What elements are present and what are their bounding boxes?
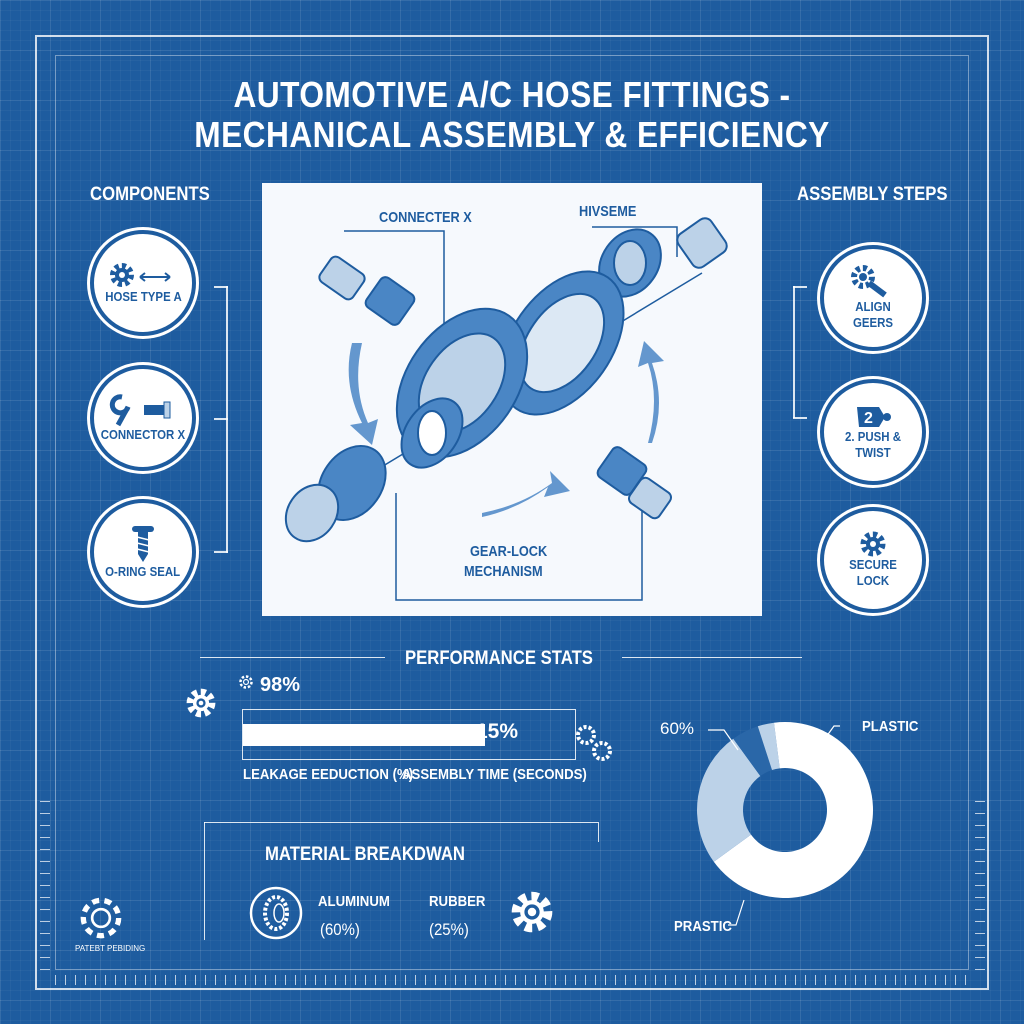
assembly-value: 15% bbox=[476, 720, 519, 743]
leakage-label: LEAKAGE EEDUCTION (%) bbox=[243, 766, 414, 783]
material-donut-chart bbox=[697, 722, 873, 898]
bracket-tick bbox=[793, 286, 807, 288]
step-align-gears[interactable]: ALIGN GEERS bbox=[820, 245, 926, 351]
bracket-tick bbox=[214, 418, 228, 420]
component-label: HOSE TYPE A bbox=[104, 289, 182, 304]
screw-icon bbox=[132, 526, 154, 562]
tire-icon bbox=[249, 886, 303, 940]
gears-icon bbox=[576, 725, 612, 761]
title-line-2: MECHANICAL ASSEMBLY & EFFICIENCY bbox=[194, 114, 830, 155]
wrench-fitting-icon bbox=[109, 394, 171, 427]
steps-bracket bbox=[793, 286, 795, 418]
title-line-1: AUTOMOTIVE A/C HOSE FITTINGS - bbox=[233, 74, 791, 115]
component-o-ring-seal[interactable]: O-RING SEAL bbox=[90, 499, 196, 605]
components-heading: COMPONENTS bbox=[90, 184, 210, 205]
hose-fitting-illustration bbox=[284, 217, 728, 601]
right-ruler bbox=[975, 790, 985, 970]
outer-frame bbox=[35, 35, 989, 990]
bracket-tick bbox=[214, 551, 228, 553]
gear-icon bbox=[511, 891, 553, 933]
patent-pending-text: PATEBT PEBIDING bbox=[75, 944, 146, 953]
label-mechanism: MECHANISM bbox=[464, 563, 543, 580]
number-two-icon: 2 bbox=[857, 407, 891, 427]
component-label: O-RING SEAL bbox=[105, 564, 181, 579]
divider-left bbox=[200, 657, 385, 658]
component-label: CONNECTOR X bbox=[100, 427, 186, 442]
exploded-diagram: CONNECTER X HIVSEME GEAR-LOCK MECHANISM bbox=[262, 183, 762, 616]
donut-label-prastic: PRASTIC bbox=[674, 918, 732, 935]
label-connecter-x: CONNECTER X bbox=[379, 209, 472, 226]
gear-icon bbox=[860, 531, 886, 557]
material-box-right bbox=[598, 822, 599, 842]
gear-icon bbox=[186, 688, 216, 718]
assembly-label: ASSEMBLY TIME (SECONDS) bbox=[402, 766, 587, 783]
step-secure-lock[interactable]: SECURE LOCK bbox=[820, 507, 926, 613]
component-connector-x[interactable]: CONNECTOR X bbox=[90, 365, 196, 471]
performance-bar bbox=[242, 709, 576, 760]
bracket-tick bbox=[793, 417, 807, 419]
material-box-left bbox=[204, 822, 205, 940]
small-gear-icon bbox=[239, 675, 253, 689]
bottom-ruler bbox=[55, 975, 969, 985]
step-label: SECURE LOCK bbox=[849, 557, 897, 588]
rubber-value: (25%) bbox=[429, 920, 469, 939]
divider-right bbox=[622, 657, 802, 658]
performance-bar-fill bbox=[243, 724, 486, 746]
left-ruler bbox=[40, 790, 50, 970]
step-label: ALIGN GEERS bbox=[852, 299, 894, 330]
donut-label-plastic: PLASTIC bbox=[862, 718, 919, 735]
material-heading: MATERIAL BREAKDWAN bbox=[265, 844, 466, 865]
gear-key-icon bbox=[851, 265, 887, 298]
performance-heading: PERFORMANCE STATS bbox=[405, 648, 593, 669]
label-gear-lock: GEAR-LOCK bbox=[470, 543, 548, 560]
step-push-twist[interactable]: 2 2. PUSH & TWIST bbox=[820, 379, 926, 485]
leakage-value: 98% bbox=[260, 674, 301, 696]
component-hose-type-a[interactable]: HOSE TYPE A bbox=[90, 230, 196, 336]
aluminum-label: ALUMINUM bbox=[318, 893, 390, 910]
step-label: 2. PUSH & TWIST bbox=[845, 429, 901, 460]
inner-frame bbox=[55, 55, 969, 970]
rubber-label: RUBBER bbox=[429, 893, 486, 910]
gear-arrow-icon bbox=[110, 263, 171, 287]
assembly-heading: ASSEMBLY STEPS bbox=[797, 184, 948, 205]
donut-label-60: 60% bbox=[660, 719, 695, 738]
label-hivseme: HIVSEME bbox=[579, 203, 637, 220]
patent-gear-icon bbox=[80, 897, 122, 939]
aluminum-value: (60%) bbox=[320, 920, 360, 939]
svg-text:2: 2 bbox=[864, 410, 873, 427]
bracket-tick bbox=[214, 286, 228, 288]
material-box-top bbox=[204, 822, 598, 823]
